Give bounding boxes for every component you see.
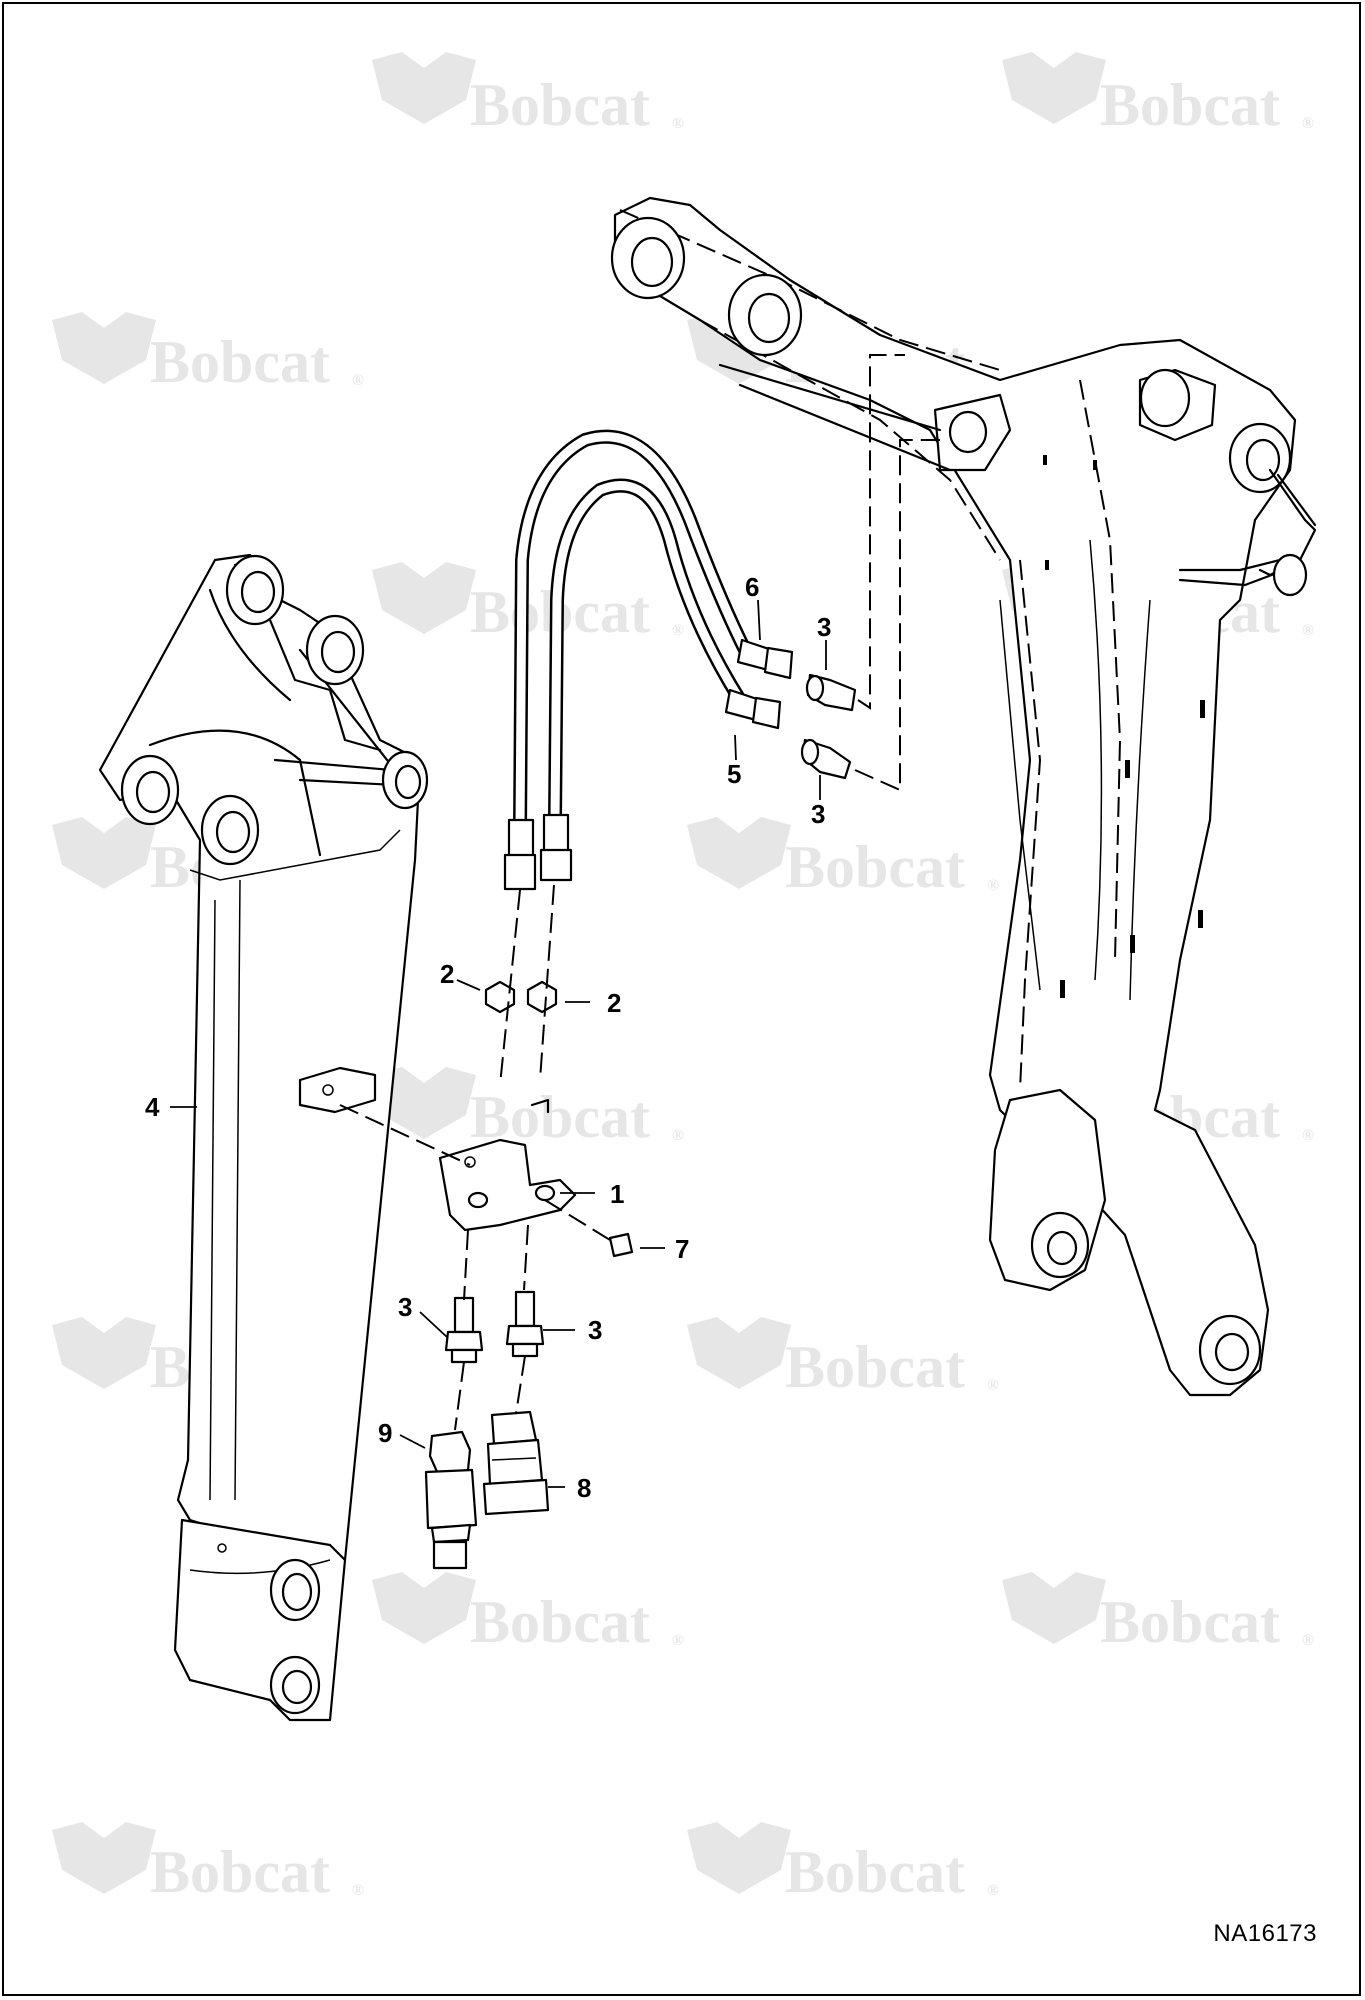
watermark-logo: Bobcat® — [372, 1067, 684, 1150]
svg-text:®: ® — [352, 1882, 364, 1899]
hose-assembly — [503, 429, 794, 891]
svg-text:®: ® — [672, 1632, 684, 1649]
callout-2-left: 2 — [440, 959, 454, 989]
figure-number: NA16173 — [1213, 1920, 1317, 1947]
watermark-logo: Bobcat ® — [687, 817, 999, 900]
svg-text:Bobcat: Bobcat — [785, 834, 965, 900]
svg-text:®: ® — [1302, 622, 1314, 639]
svg-text:®: ® — [352, 372, 364, 389]
svg-text:®: ® — [987, 1377, 999, 1394]
bolt — [608, 1232, 634, 1258]
arm-assembly — [98, 553, 429, 1722]
svg-text:Bobcat: Bobcat — [150, 329, 330, 395]
watermark-logo: Bobcat ® — [372, 1572, 684, 1655]
watermark-logo: Bobcat ® — [687, 1317, 999, 1400]
callout-3-top: 3 — [817, 612, 831, 642]
mounting-bracket — [298, 1066, 611, 1241]
callout-7: 7 — [675, 1234, 689, 1264]
callout-labels: 4 6 3 5 3 2 2 1 7 3 3 9 8 — [145, 572, 831, 1503]
callout-3-lower-left: 3 — [398, 1292, 412, 1322]
svg-text:®: ® — [987, 877, 999, 894]
fitting-adapters-upper — [800, 354, 940, 792]
svg-text:®: ® — [672, 1127, 684, 1144]
svg-text:Bobcat: Bobcat — [470, 1589, 650, 1655]
svg-text:®: ® — [1302, 115, 1314, 132]
leader-lines — [170, 599, 827, 1488]
nuts — [484, 884, 558, 1086]
callout-3-upper-right: 3 — [811, 799, 825, 829]
boom-assembly — [610, 196, 1317, 1397]
callout-2-right: 2 — [607, 988, 621, 1018]
callout-1: 1 — [610, 1179, 624, 1209]
callout-9: 9 — [378, 1418, 392, 1448]
svg-text:Bobcat: Bobcat — [1100, 1589, 1280, 1655]
watermark-logo: Bobcat ® — [52, 1822, 364, 1905]
watermark-logo: Bobcat ® — [372, 52, 684, 138]
quick-couplers — [424, 1410, 550, 1570]
callout-4: 4 — [145, 1092, 160, 1122]
callout-3-lower-right: 3 — [588, 1315, 602, 1345]
watermark-logo: Bobcat ® — [1002, 52, 1314, 138]
svg-text:Bobcat: Bobcat — [785, 1839, 965, 1905]
svg-text:Bobcat: Bobcat — [1100, 72, 1280, 138]
callout-5: 5 — [727, 759, 741, 789]
svg-text:®: ® — [1302, 1632, 1314, 1649]
fitting-adapters-lower — [444, 1224, 545, 1431]
watermark-logo: Bobcat ® — [687, 1822, 999, 1905]
watermark-logo: Bobcat ® — [52, 312, 364, 395]
svg-text:®: ® — [672, 115, 684, 132]
callout-8: 8 — [577, 1473, 591, 1503]
svg-text:Bobcat: Bobcat — [150, 1839, 330, 1905]
svg-text:Bobcat: Bobcat — [470, 72, 650, 138]
callout-6: 6 — [745, 572, 759, 602]
svg-text:®: ® — [1302, 1127, 1314, 1144]
svg-text:Bobcat: Bobcat — [785, 1334, 965, 1400]
svg-text:®: ® — [672, 622, 684, 639]
watermark-logo: Bobcat ® — [1002, 1572, 1314, 1655]
svg-text:®: ® — [987, 1882, 999, 1899]
